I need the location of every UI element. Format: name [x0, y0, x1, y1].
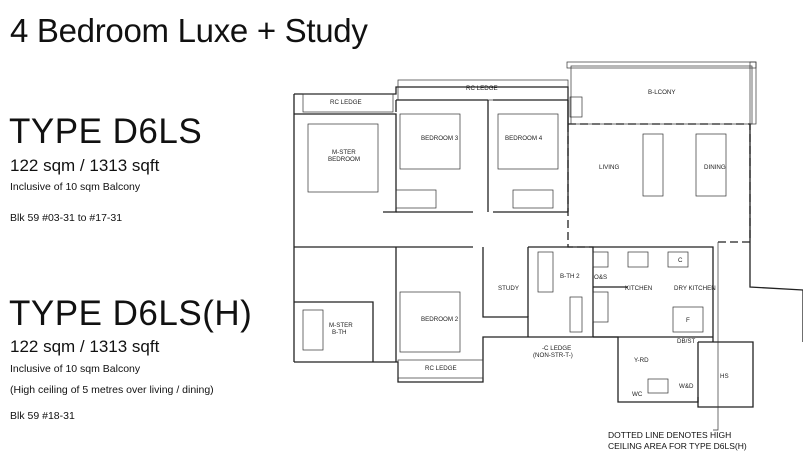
type-area: 122 sqm / 1313 sqft: [10, 337, 160, 356]
type-balcony-note: Inclusive of 10 sqm Balcony: [10, 363, 141, 375]
high-ceiling-note: DOTTED LINE DENOTES HIGH CEILING AREA FO…: [608, 430, 747, 452]
master-bedroom-label: M-STER: [332, 149, 356, 156]
dining-label: DINING: [704, 164, 726, 171]
type-name: TYPE D6LS(H): [9, 294, 253, 333]
rc-ledge-top-left: [302, 93, 394, 113]
ac-ledge-label-2: (NON-STR-T-): [533, 352, 573, 359]
high-ceiling-boundary: [567, 123, 751, 248]
rc-ledge-bottom-label: RC LEDGE: [425, 365, 457, 372]
type-block: Blk 59 #18-31: [10, 410, 75, 422]
master-bath-label-2: B-TH: [332, 329, 346, 336]
floor-plan: RC LEDGE RC LEDGE B-LCONY M-STER BEDROOM…: [293, 61, 803, 431]
bedroom-3-label: BEDROOM 3: [421, 135, 459, 142]
wd-label: W&D: [679, 383, 694, 390]
bedroom-2-label: BEDROOM 2: [421, 316, 459, 323]
page-title: 4 Bedroom Luxe + Study: [10, 12, 368, 49]
yard-label: Y-RD: [634, 357, 649, 364]
rc-ledge-left-label: RC LEDGE: [330, 99, 362, 106]
note-leader-line: [713, 242, 719, 431]
bedroom-4-label: BEDROOM 4: [505, 135, 543, 142]
type-ceiling-note: (High ceiling of 5 metres over living / …: [10, 384, 214, 396]
type-name: TYPE D6LS: [9, 112, 203, 151]
type-block: Blk 59 #03-31 to #17-31: [10, 212, 123, 224]
hs-label: HS: [720, 373, 729, 380]
kitchen-label: KITCHEN: [625, 285, 652, 292]
ac-ledge-label: -C LEDGE: [542, 345, 571, 352]
f-label: F: [686, 317, 690, 324]
wc-label: WC: [632, 391, 643, 398]
os-label: O&S: [594, 274, 607, 281]
rc-ledge-top-label: RC LEDGE: [466, 85, 498, 92]
balcony-area: [566, 61, 757, 125]
note-line-2: CEILING AREA FOR TYPE D6LS(H): [608, 441, 747, 451]
c-label: C: [678, 257, 683, 264]
note-line-1: DOTTED LINE DENOTES HIGH: [608, 430, 732, 440]
rc-ledge-bottom: [397, 359, 484, 379]
type-balcony-note: Inclusive of 10 sqm Balcony: [10, 181, 141, 193]
balcony-label: B-LCONY: [648, 89, 676, 96]
bath-2-label: B-TH 2: [560, 273, 580, 280]
living-label: LIVING: [599, 164, 619, 171]
db-st-label: DB/ST: [677, 338, 695, 345]
type-area: 122 sqm / 1313 sqft: [10, 156, 160, 175]
dry-kitchen-label: DRY KITCHEN: [674, 285, 716, 292]
furniture: [302, 96, 727, 394]
master-bath-label: M-STER: [329, 322, 353, 329]
interior-walls: [294, 99, 714, 362]
study-label: STUDY: [498, 285, 519, 292]
master-bedroom-label-2: BEDROOM: [328, 156, 360, 163]
